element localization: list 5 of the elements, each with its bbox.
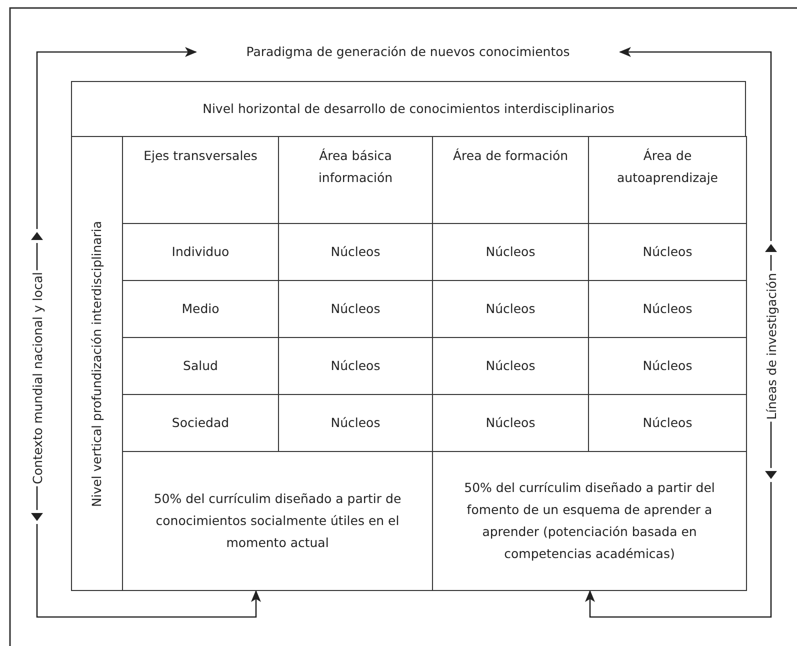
summary-panel: 50% del currículim diseñado a partir del fomento de un esquema de aprender a aprender (potenciación basada en competencias académicas) bbox=[432, 451, 747, 591]
title-band: Nivel horizontal de desarrollo de conocimientos interdisciplinarios bbox=[71, 81, 746, 137]
side-band: Nivel vertical profundización interdisciplinaria bbox=[71, 136, 123, 591]
edge-label: Contexto mundial nacional y local bbox=[30, 270, 44, 486]
edge-label: Líneas de investigación bbox=[764, 270, 778, 422]
